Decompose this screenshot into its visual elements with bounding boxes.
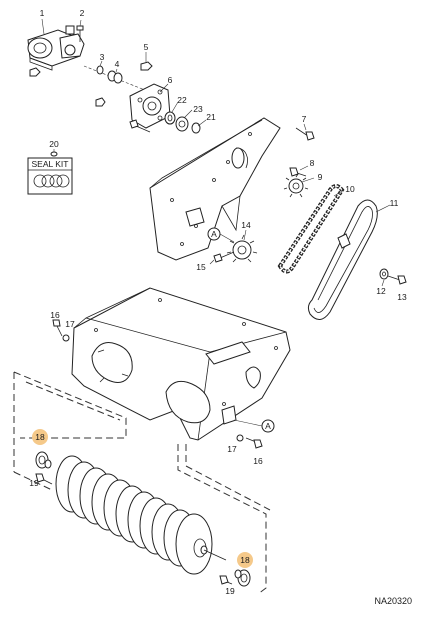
callout-1: 1 — [40, 8, 45, 18]
callout-10: 10 — [345, 184, 355, 194]
assembly-guide-lines — [13, 371, 271, 595]
bolt-lower-6[interactable] — [129, 119, 151, 133]
drive-chain-10[interactable] — [277, 184, 345, 274]
bearing-plate-6[interactable] — [129, 83, 171, 129]
nut-5[interactable] — [140, 61, 153, 71]
washer-3[interactable] — [96, 65, 104, 75]
callout-7: 7 — [302, 114, 307, 124]
callout-2: 2 — [80, 8, 85, 18]
callout-13: 13 — [397, 292, 407, 302]
seal-kit-box[interactable]: SEAL KIT — [27, 151, 73, 195]
callout-5: 5 — [144, 42, 149, 52]
svg-text:A: A — [265, 421, 271, 431]
callout-21: 21 — [206, 112, 216, 122]
bolt-16-lower[interactable] — [245, 437, 263, 449]
callout-17-upper: 17 — [65, 319, 75, 329]
callout-leaders — [41, 18, 391, 287]
svg-text:A: A — [211, 229, 217, 239]
callout-4: 4 — [115, 59, 120, 69]
callout-18-right: 18 — [240, 555, 250, 565]
reference-marker-a-upper: A — [207, 227, 235, 243]
drive-belt-11[interactable] — [307, 199, 378, 320]
reference-marker-a-lower: A — [233, 419, 275, 433]
bolt-16-upper[interactable] — [52, 319, 63, 337]
callout-labels: 1 2 3 4 5 6 7 8 9 10 11 12 13 14 15 16 1… — [29, 8, 407, 596]
callout-16-upper: 16 — [50, 310, 60, 320]
callout-19-left: 19 — [29, 478, 39, 488]
callout-22: 22 — [177, 95, 187, 105]
callout-9: 9 — [318, 172, 323, 182]
callout-11: 11 — [390, 198, 399, 208]
bushing-4[interactable] — [107, 70, 123, 84]
hydraulic-motor[interactable] — [27, 25, 85, 71]
upper-housing[interactable] — [149, 117, 281, 261]
bearing-23[interactable] — [175, 116, 189, 132]
callout-12: 12 — [376, 286, 386, 296]
callout-6: 6 — [168, 75, 173, 85]
callout-17-lower: 17 — [227, 444, 237, 454]
nut-small-mid[interactable] — [95, 97, 106, 107]
callout-3: 3 — [100, 52, 105, 62]
callout-23: 23 — [193, 104, 203, 114]
bolt-19-left[interactable] — [35, 473, 53, 485]
seal-kit-label: SEAL KIT — [31, 159, 68, 169]
callout-19-right: 19 — [225, 586, 235, 596]
lower-housing[interactable] — [71, 287, 291, 441]
callout-14: 14 — [241, 220, 251, 230]
seal-21[interactable] — [191, 122, 201, 134]
bearing-18-left[interactable] — [35, 451, 52, 469]
bolt-13[interactable] — [387, 275, 407, 285]
sprocket-9[interactable] — [283, 173, 309, 198]
sprocket-14[interactable] — [226, 234, 258, 263]
nut-small-left[interactable] — [29, 67, 41, 77]
bearing-22[interactable] — [164, 111, 176, 125]
callout-15: 15 — [196, 262, 206, 272]
figure-id: NA20320 — [374, 596, 412, 606]
bolt-15[interactable] — [213, 251, 235, 263]
roller-drum[interactable] — [55, 455, 227, 575]
washer-17-upper[interactable] — [62, 334, 70, 342]
washer-12[interactable] — [379, 268, 389, 280]
callout-8: 8 — [310, 158, 315, 168]
bolt-7[interactable] — [295, 127, 315, 141]
callout-20: 20 — [49, 139, 59, 149]
callout-18-right-highlight — [237, 552, 253, 568]
callout-18-left: 18 — [35, 432, 45, 442]
washer-17-lower[interactable] — [236, 434, 244, 442]
bearing-18-right[interactable] — [234, 569, 251, 587]
bolt-19-right[interactable] — [219, 575, 233, 585]
callout-18-left-highlight — [32, 429, 48, 445]
bolt-8[interactable] — [289, 167, 307, 177]
callout-16-lower: 16 — [253, 456, 263, 466]
